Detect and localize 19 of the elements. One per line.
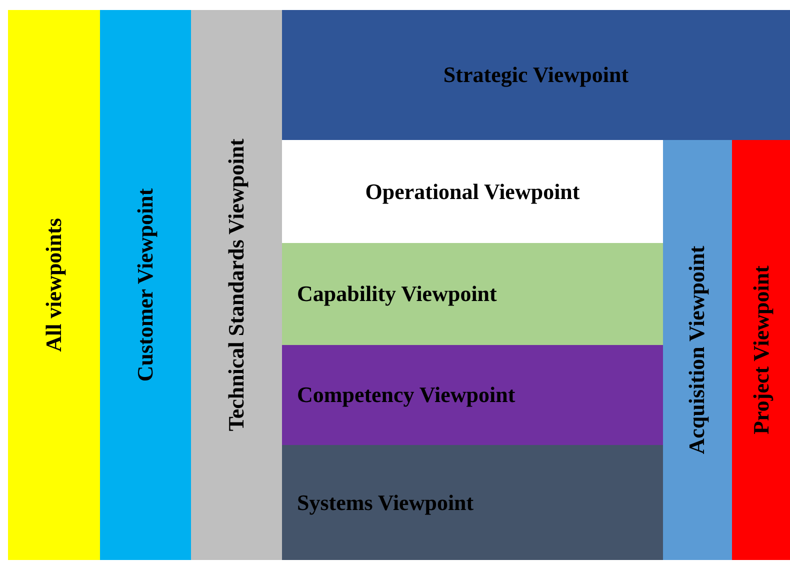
viewpoint-label: Strategic Viewpoint	[443, 62, 629, 88]
viewpoint-label: Capability Viewpoint	[297, 281, 497, 307]
viewpoint-block	[282, 10, 790, 140]
viewpoint-block	[282, 243, 663, 345]
viewpoint-label: Operational Viewpoint	[365, 178, 580, 204]
viewpoint-block	[191, 10, 282, 560]
viewpoint-label: All viewpoints	[41, 218, 67, 352]
viewpoint-block	[8, 10, 100, 560]
viewpoint-label: Project Viewpoint	[748, 266, 774, 434]
viewpoint-block	[282, 445, 663, 560]
viewpoint-block	[663, 140, 732, 560]
viewpoint-label: Acquisition Viewpoint	[684, 246, 710, 454]
viewpoint-block	[732, 140, 790, 560]
viewpoint-label: Systems Viewpoint	[297, 490, 474, 516]
viewpoint-label: Customer Viewpoint	[132, 188, 158, 382]
viewpoint-block	[100, 10, 191, 560]
viewpoint-block	[282, 345, 663, 445]
viewpoint-label: Technical Standards Viewpoint	[224, 138, 250, 432]
viewpoint-label: Competency Viewpoint	[297, 382, 516, 408]
